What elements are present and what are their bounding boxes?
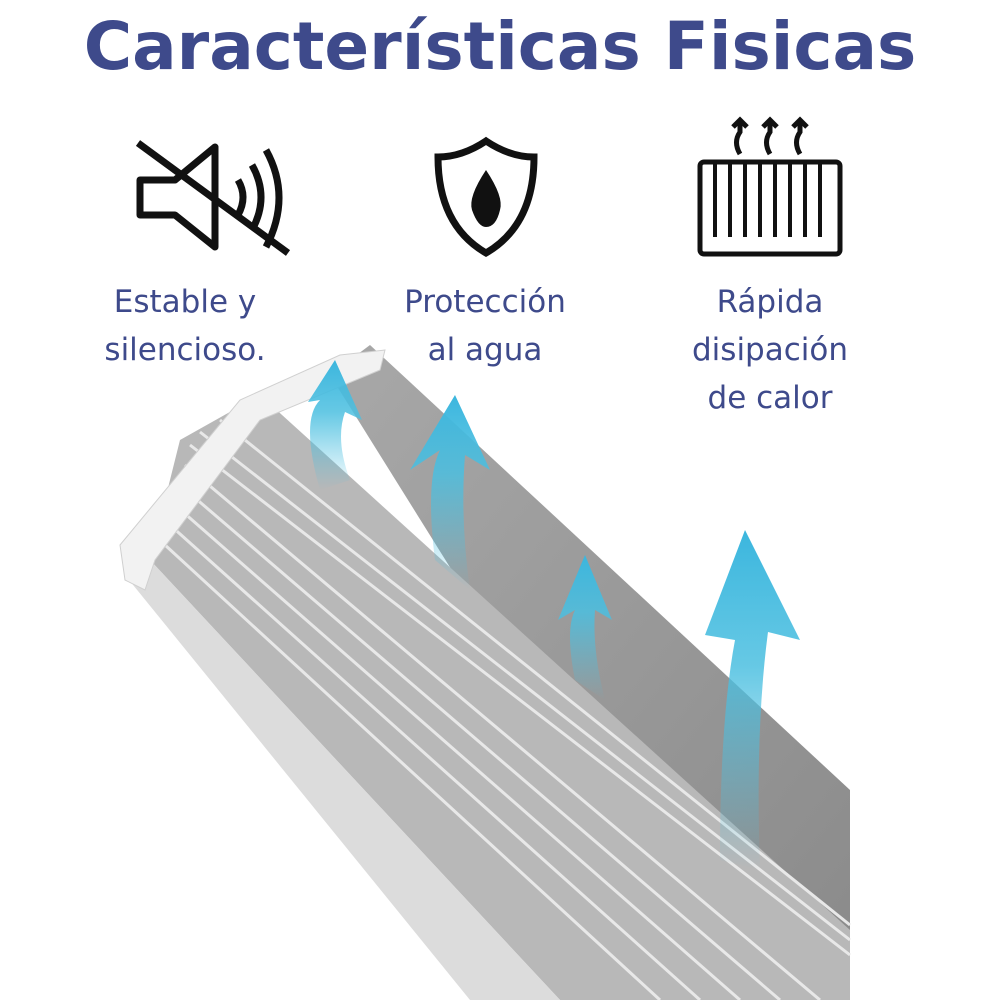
muted-speaker-icon (135, 140, 291, 256)
heat-arrows (308, 360, 800, 870)
label-line: disipación (692, 332, 848, 368)
heat-arrow (308, 360, 362, 490)
feature-label-water-protection: Protección al agua (380, 278, 590, 374)
feature-label-heat-dissipation: Rápida disipación de calor (665, 278, 875, 422)
label-line: silencioso. (104, 332, 266, 368)
feature-label-stable-silent: Estable y silencioso. (80, 278, 290, 374)
lower-face (125, 560, 560, 1000)
water-shield-icon (434, 136, 538, 258)
heat-arrow (558, 555, 612, 700)
label-line: Protección (404, 284, 566, 320)
label-line: de calor (707, 380, 833, 416)
page-title: Características Fisicas (83, 8, 917, 85)
label-line: al agua (427, 332, 543, 368)
heatsink-icon (697, 116, 843, 257)
heat-arrow (410, 395, 490, 590)
label-line: Rápida (716, 284, 824, 320)
heat-arrow (705, 530, 800, 870)
label-line: Estable y (113, 284, 257, 320)
ribbed-face (150, 395, 850, 1000)
